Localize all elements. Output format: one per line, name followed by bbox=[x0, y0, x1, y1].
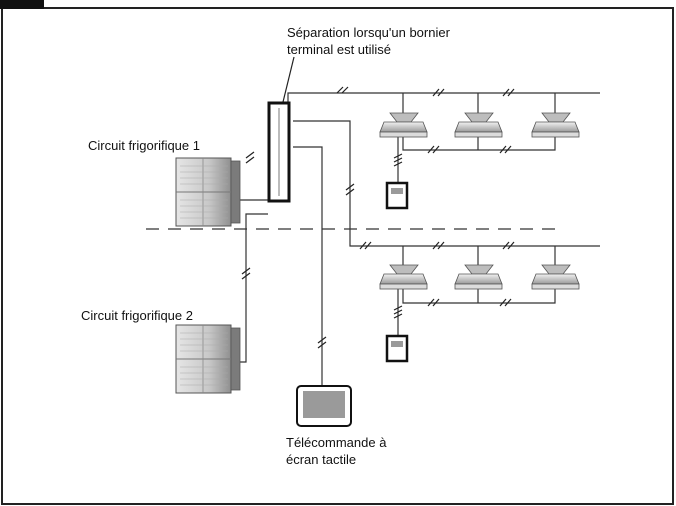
separation-label-line1: Séparation lorsqu'un bornier bbox=[287, 25, 450, 40]
wired-remote-controller-icon bbox=[385, 181, 409, 210]
circuit-2-label: Circuit frigorifique 2 bbox=[81, 308, 193, 323]
separation-leader-line bbox=[282, 56, 295, 103]
header-tab bbox=[0, 0, 44, 9]
touch-remote-label-line2: écran tactile bbox=[286, 452, 357, 467]
separation-label-line2: terminal est utilisé bbox=[287, 42, 392, 57]
wired-remote-controller-icon bbox=[385, 334, 409, 363]
wiring-lines bbox=[233, 92, 600, 385]
indoor-cassette-unit-icon bbox=[379, 112, 428, 138]
cable-slash-marks bbox=[241, 86, 515, 349]
indoor-cassette-unit-icon bbox=[531, 112, 580, 138]
indoor-cassette-unit-icon bbox=[454, 112, 503, 138]
touch-remote-label-line1: Télécommande à bbox=[286, 435, 387, 450]
indoor-cassette-unit-icon bbox=[531, 264, 580, 290]
circuit-1-label: Circuit frigorifique 1 bbox=[88, 138, 200, 153]
touch-screen-remote-icon bbox=[296, 385, 352, 427]
indoor-cassette-unit-icon bbox=[379, 264, 428, 290]
outdoor-unit-icon bbox=[175, 324, 241, 394]
outdoor-unit-icon bbox=[175, 157, 241, 227]
figure-border bbox=[1, 7, 674, 505]
indoor-cassette-unit-icon bbox=[454, 264, 503, 290]
